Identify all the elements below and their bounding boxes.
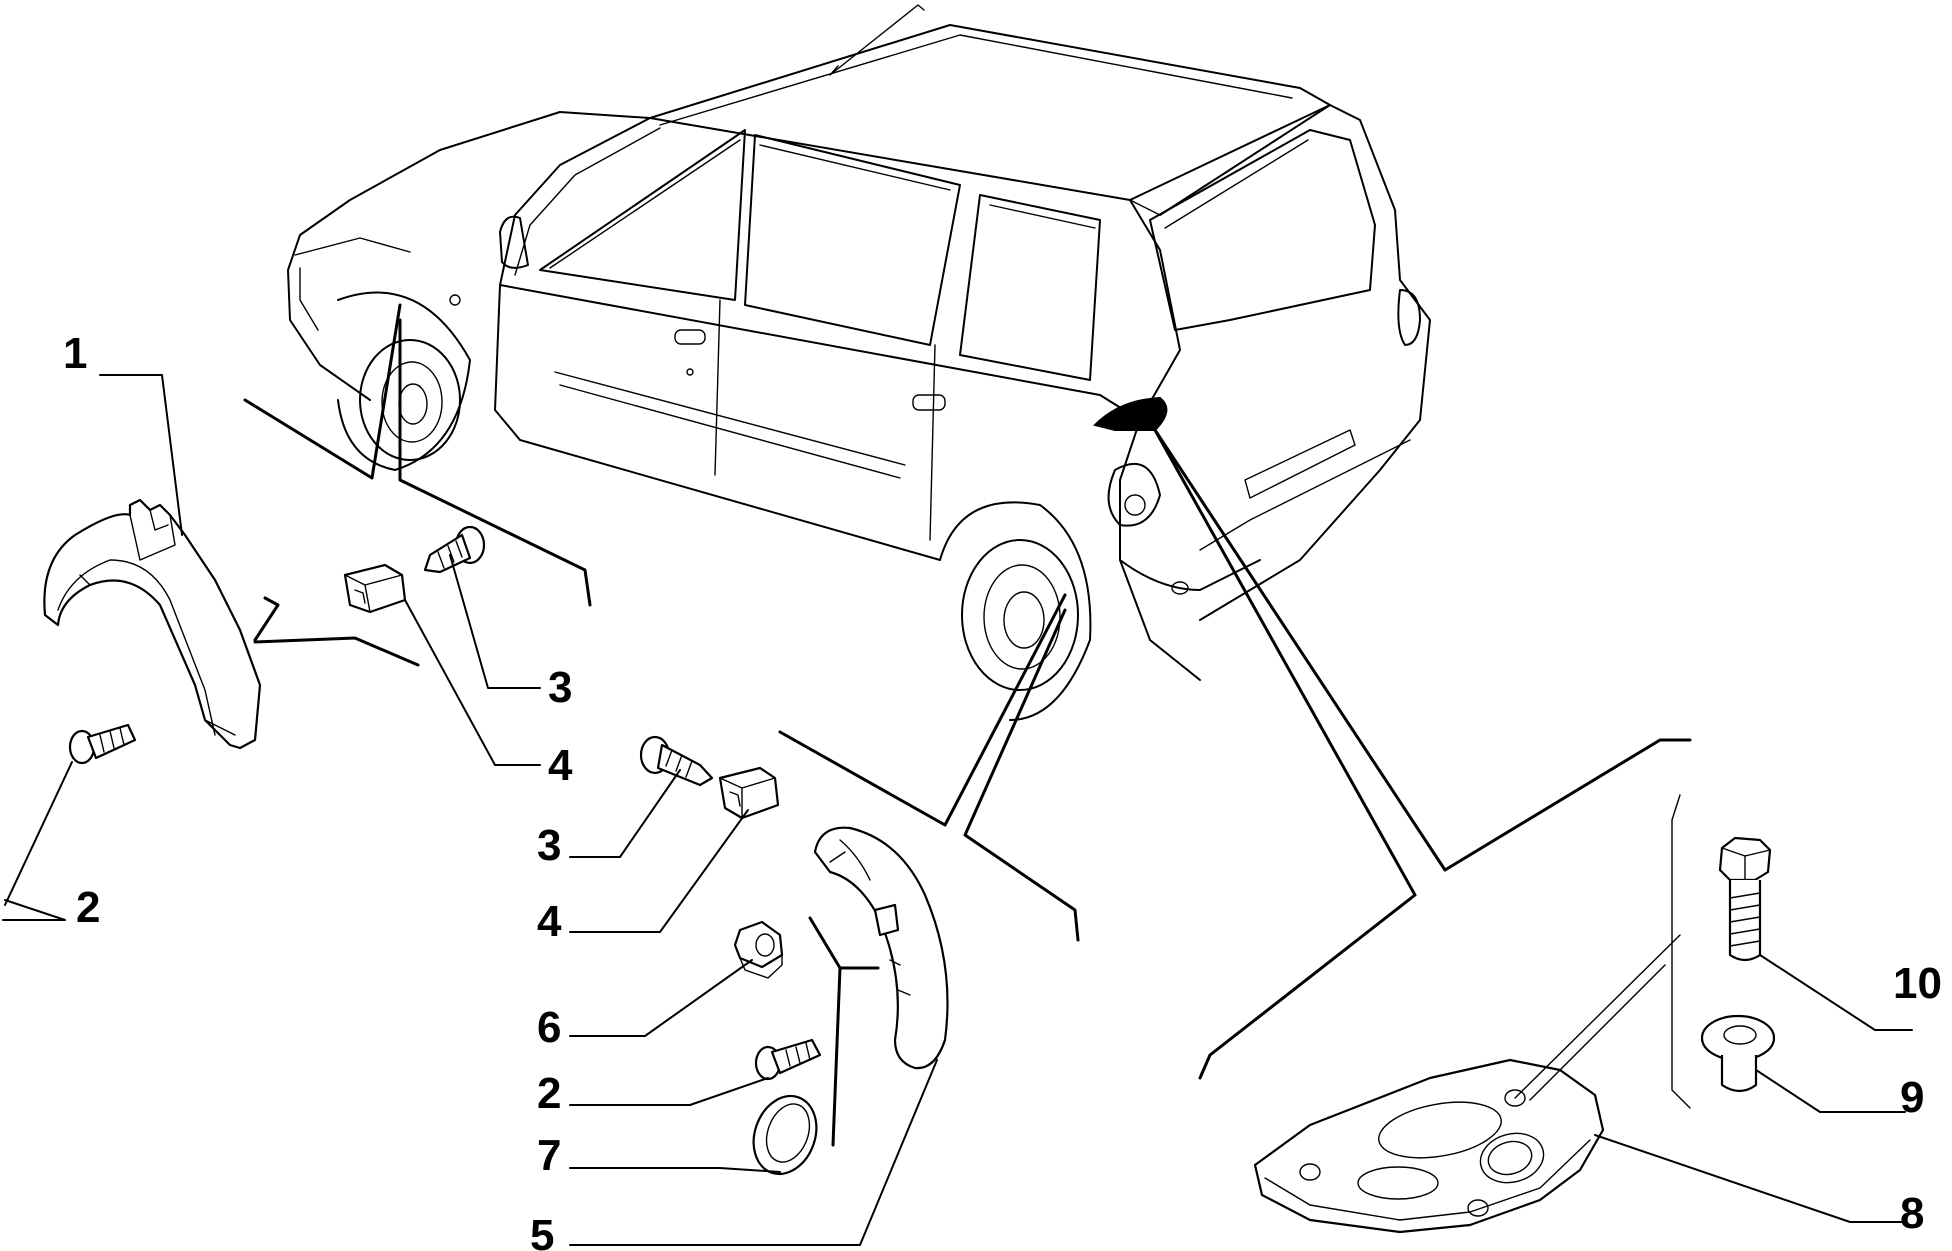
callout-7: 7 [537, 1131, 561, 1180]
part-2-screw-lower [754, 1038, 822, 1081]
callout-5: 5 [530, 1211, 554, 1251]
part-5-rear-arch-segment [813, 826, 949, 1070]
part-6-nut [733, 920, 784, 979]
callout-10: 10 [1893, 959, 1942, 1008]
part-2-screw-upper [68, 723, 137, 765]
part-3-screw-upper [423, 525, 486, 574]
callout-2-upper: 2 [76, 883, 100, 932]
part-7-grommet [752, 1094, 818, 1176]
callout-3-upper: 3 [548, 663, 572, 712]
callout-4-upper: 4 [548, 741, 573, 790]
callout-leaders [2, 374, 1913, 1246]
part-8-fuel-door-plate [1253, 934, 1681, 1234]
callout-1: 1 [63, 329, 87, 378]
callout-3-lower: 3 [537, 821, 561, 870]
part-3-screw-lower [639, 735, 714, 787]
callout-9: 9 [1900, 1073, 1924, 1122]
section-leaders [243, 303, 1692, 1147]
part-1-front-wheel-arch-liner [43, 498, 262, 750]
callout-4-lower: 4 [537, 897, 562, 946]
callout-6: 6 [537, 1003, 561, 1052]
fuel-filler-door [1093, 396, 1168, 431]
part-4-clip-upper [343, 563, 407, 614]
callouts: 1 2 3 4 3 4 6 2 7 5 10 9 8 [63, 329, 1942, 1251]
part-4-clip-lower [718, 766, 780, 820]
callout-8: 8 [1900, 1189, 1924, 1238]
part-10-bolt [1718, 836, 1772, 962]
car-illustration [287, 4, 1431, 721]
callout-2-lower: 2 [537, 1069, 561, 1118]
part-9-bush [1700, 1014, 1776, 1093]
